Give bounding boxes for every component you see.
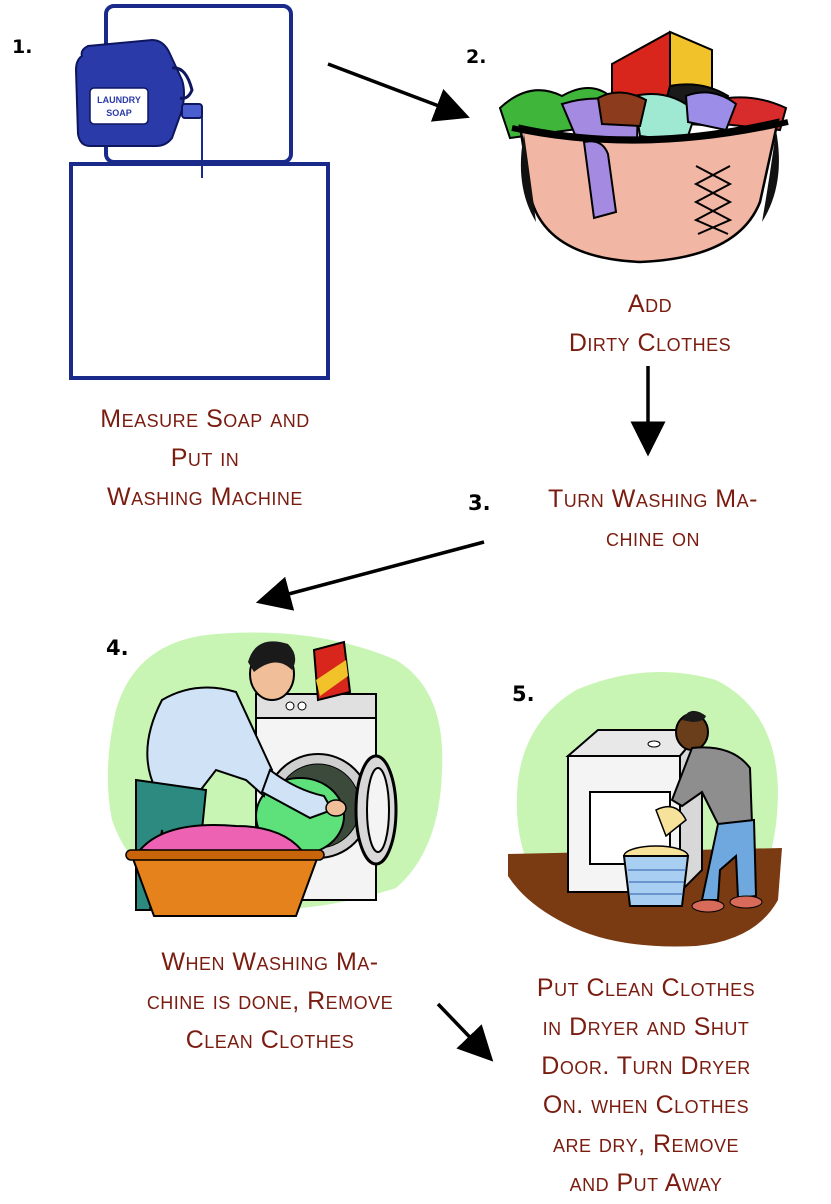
step-5-caption-line: in Dryer and Shut bbox=[506, 1008, 786, 1047]
step-5-caption-line: and Put Away bbox=[506, 1164, 786, 1203]
arrow-step-3-to-4 bbox=[266, 542, 484, 600]
step-5-caption: Put Clean Clothes in Dryer and Shut Door… bbox=[506, 969, 786, 1203]
step-5-caption-line: Door. Turn Dryer bbox=[506, 1047, 786, 1086]
arrow-step-4-to-5 bbox=[438, 1004, 486, 1054]
step-3-caption: Turn Washing Ma- chine on bbox=[508, 480, 798, 558]
arrow-step-1-to-2 bbox=[328, 64, 460, 114]
step-5-caption-line: are dry, Remove bbox=[506, 1125, 786, 1164]
step-3-caption-line: Turn Washing Ma- bbox=[508, 480, 798, 519]
step-3-caption-line: chine on bbox=[508, 519, 798, 558]
step-3-number: 3. bbox=[468, 491, 491, 515]
step-5-illustration bbox=[506, 660, 786, 950]
step-5-caption-line: On. when Clothes bbox=[506, 1086, 786, 1125]
step-4-caption-line: chine is done, Remove bbox=[95, 982, 445, 1021]
step-4-illustration bbox=[96, 620, 456, 920]
step-4-caption: When Washing Ma- chine is done, Remove C… bbox=[95, 943, 445, 1060]
step-5-caption-line: Put Clean Clothes bbox=[506, 969, 786, 1008]
step-4-caption-line: When Washing Ma- bbox=[95, 943, 445, 982]
step-4-caption-line: Clean Clothes bbox=[95, 1021, 445, 1060]
